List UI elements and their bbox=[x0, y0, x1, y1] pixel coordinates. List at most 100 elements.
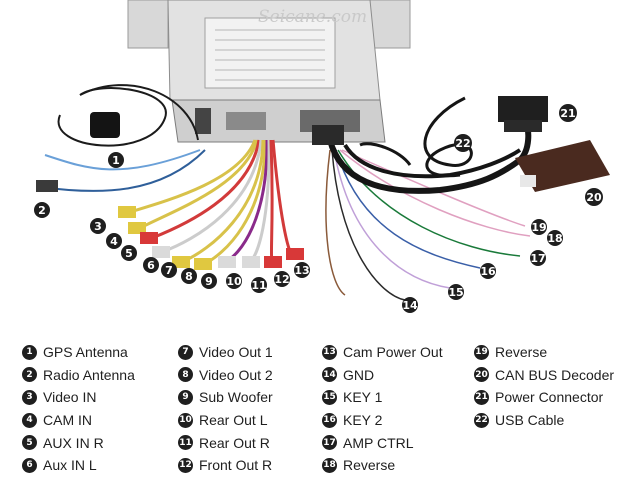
legend-number: 22 bbox=[474, 412, 489, 428]
legend-label: KEY 1 bbox=[343, 389, 383, 406]
legend-label: Sub Woofer bbox=[199, 389, 273, 406]
legend-number: 20 bbox=[474, 367, 489, 383]
legend-number: 7 bbox=[178, 344, 193, 360]
legend-item: 22 USB Cable bbox=[474, 409, 614, 432]
legend-number: 6 bbox=[22, 457, 37, 473]
rca-bundle bbox=[129, 139, 294, 267]
legend-number: 10 bbox=[178, 412, 193, 428]
svg-text:11: 11 bbox=[251, 279, 266, 292]
svg-text:12: 12 bbox=[274, 273, 289, 286]
legend-item: 4 CAM IN bbox=[22, 409, 135, 432]
watermark-text: Seicane.com bbox=[258, 7, 367, 27]
legend-label: Cam Power Out bbox=[343, 344, 443, 361]
legend-label: Reverse bbox=[495, 344, 548, 361]
legend-number: 2 bbox=[22, 367, 37, 383]
svg-text:6: 6 bbox=[147, 259, 155, 272]
svg-text:9: 9 bbox=[205, 275, 213, 288]
legend-label: Rear Out L bbox=[199, 412, 268, 429]
legend-label: Video Out 2 bbox=[199, 366, 273, 383]
legend-label: Video IN bbox=[43, 389, 97, 406]
legend-number: 5 bbox=[22, 435, 37, 451]
legend-number: 13 bbox=[322, 344, 337, 360]
legend-item: 14 GND bbox=[322, 364, 443, 387]
legend-item: 7 Video Out 1 bbox=[178, 341, 273, 364]
svg-text:7: 7 bbox=[165, 264, 173, 277]
legend-item: 13 Cam Power Out bbox=[322, 341, 443, 364]
legend-item: 21 Power Connector bbox=[474, 386, 614, 409]
legend-item: 12 Front Out R bbox=[178, 454, 273, 477]
legend-label: KEY 2 bbox=[343, 412, 383, 429]
legend-item: 19 Reverse bbox=[474, 341, 614, 364]
legend-number: 15 bbox=[322, 389, 337, 405]
svg-text:13: 13 bbox=[294, 264, 309, 277]
svg-text:19: 19 bbox=[531, 221, 546, 234]
legend-item: 15 KEY 1 bbox=[322, 386, 443, 409]
radio-antenna bbox=[36, 149, 206, 193]
legend-item: 20 CAN BUS Decoder bbox=[474, 364, 614, 387]
rca-plugs bbox=[118, 206, 304, 270]
legend-item: 5 AUX IN R bbox=[22, 431, 135, 454]
svg-text:8: 8 bbox=[185, 270, 193, 283]
legend-label: Front Out R bbox=[199, 457, 273, 474]
svg-text:2: 2 bbox=[38, 204, 46, 217]
head-unit bbox=[127, 0, 411, 143]
harness-plug bbox=[312, 125, 344, 145]
legend-column-4: 19 Reverse 20 CAN BUS Decoder 21 Power Conn… bbox=[474, 341, 614, 431]
legend-column-3: 13 Cam Power Out 14 GND 15 KEY 1 16 KEY 2 17… bbox=[322, 341, 443, 477]
gps-antenna bbox=[57, 84, 199, 147]
svg-text:3: 3 bbox=[94, 220, 102, 233]
svg-text:22: 22 bbox=[455, 137, 470, 150]
power-connector bbox=[498, 96, 548, 132]
legend-item: 10 Rear Out L bbox=[178, 409, 273, 432]
legend-label: GND bbox=[343, 366, 375, 383]
legend-item: 2 Radio Antenna bbox=[22, 364, 135, 387]
legend-number: 12 bbox=[178, 457, 193, 473]
svg-text:15: 15 bbox=[448, 286, 463, 299]
legend-number: 17 bbox=[322, 435, 337, 451]
legend-label: CAN BUS Decoder bbox=[495, 366, 615, 383]
legend-number: 21 bbox=[474, 389, 489, 405]
wiring-illustration: Seicane.com bbox=[34, 0, 610, 313]
legend-item: 3 Video IN bbox=[22, 386, 135, 409]
legend-label: Rear Out R bbox=[199, 434, 270, 451]
legend-label: Aux IN L bbox=[43, 457, 97, 474]
number-markers: 1 2 3 4 5 6 7 8 9 10 11 12 13 14 15 16 1… bbox=[34, 104, 603, 313]
control-wires bbox=[325, 149, 531, 301]
svg-text:4: 4 bbox=[110, 235, 118, 248]
legend-number: 18 bbox=[322, 457, 337, 473]
legend-label: Radio Antenna bbox=[43, 366, 135, 383]
legend-number: 16 bbox=[322, 412, 337, 428]
legend-number: 19 bbox=[474, 344, 489, 360]
legend-label: AMP CTRL bbox=[343, 434, 414, 451]
legend-label: CAM IN bbox=[43, 412, 92, 429]
svg-text:20: 20 bbox=[586, 191, 602, 204]
canbus-decoder bbox=[515, 140, 610, 192]
svg-text:16: 16 bbox=[480, 265, 496, 278]
legend-item: 16 KEY 2 bbox=[322, 409, 443, 432]
legend-label: Video Out 1 bbox=[199, 344, 273, 361]
legend-label: AUX IN R bbox=[43, 434, 104, 451]
svg-text:17: 17 bbox=[530, 252, 545, 265]
svg-text:10: 10 bbox=[226, 275, 242, 288]
legend-number: 9 bbox=[178, 389, 193, 405]
svg-text:5: 5 bbox=[125, 247, 133, 260]
svg-text:18: 18 bbox=[547, 232, 562, 245]
svg-text:1: 1 bbox=[112, 154, 120, 167]
legend-number: 4 bbox=[22, 412, 37, 428]
legend-number: 14 bbox=[322, 367, 337, 383]
legend-number: 1 bbox=[22, 344, 37, 360]
svg-text:21: 21 bbox=[560, 107, 575, 120]
legend-label: Power Connector bbox=[495, 389, 604, 406]
legend-number: 3 bbox=[22, 389, 37, 405]
legend-item: 17 AMP CTRL bbox=[322, 431, 443, 454]
legend-label: USB Cable bbox=[495, 412, 565, 429]
svg-text:14: 14 bbox=[402, 299, 418, 312]
legend-item: 6 Aux IN L bbox=[22, 454, 135, 477]
